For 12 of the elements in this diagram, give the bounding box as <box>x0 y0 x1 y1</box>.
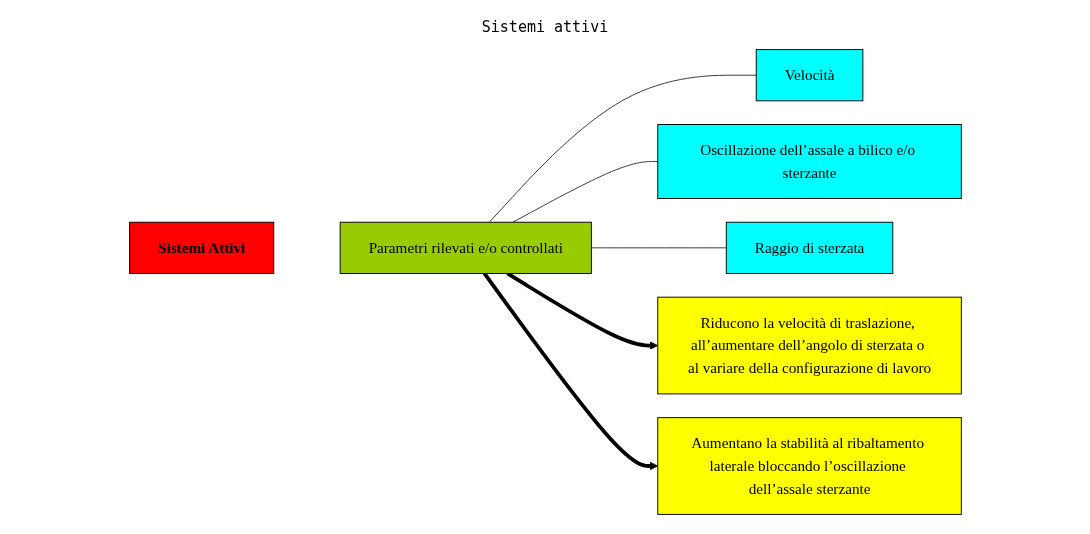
connector <box>590 247 727 249</box>
title: Sistemi attivi <box>480 17 610 38</box>
node-box: Parametri rilevati e/o controllati <box>339 221 592 274</box>
node-box: Riducono la velocità di traslazione, all’aumentare dell’angolo di sterzata o al variare della configurazione di lavoro <box>656 296 962 395</box>
node-box: Aumentano la stabilità al ribaltamento laterale bloccando l’oscillazione dell’assale sterzante <box>656 417 962 515</box>
node-box: Sistemi Attivi <box>128 221 274 274</box>
connector <box>511 161 658 223</box>
arrow <box>482 272 658 471</box>
connector <box>488 74 757 223</box>
node-box: Raggio di sterzata <box>725 221 893 274</box>
node-box: Oscillazione dell’assale a bilico e/o sterzante <box>656 124 962 199</box>
node-box: Velocità <box>755 49 863 102</box>
